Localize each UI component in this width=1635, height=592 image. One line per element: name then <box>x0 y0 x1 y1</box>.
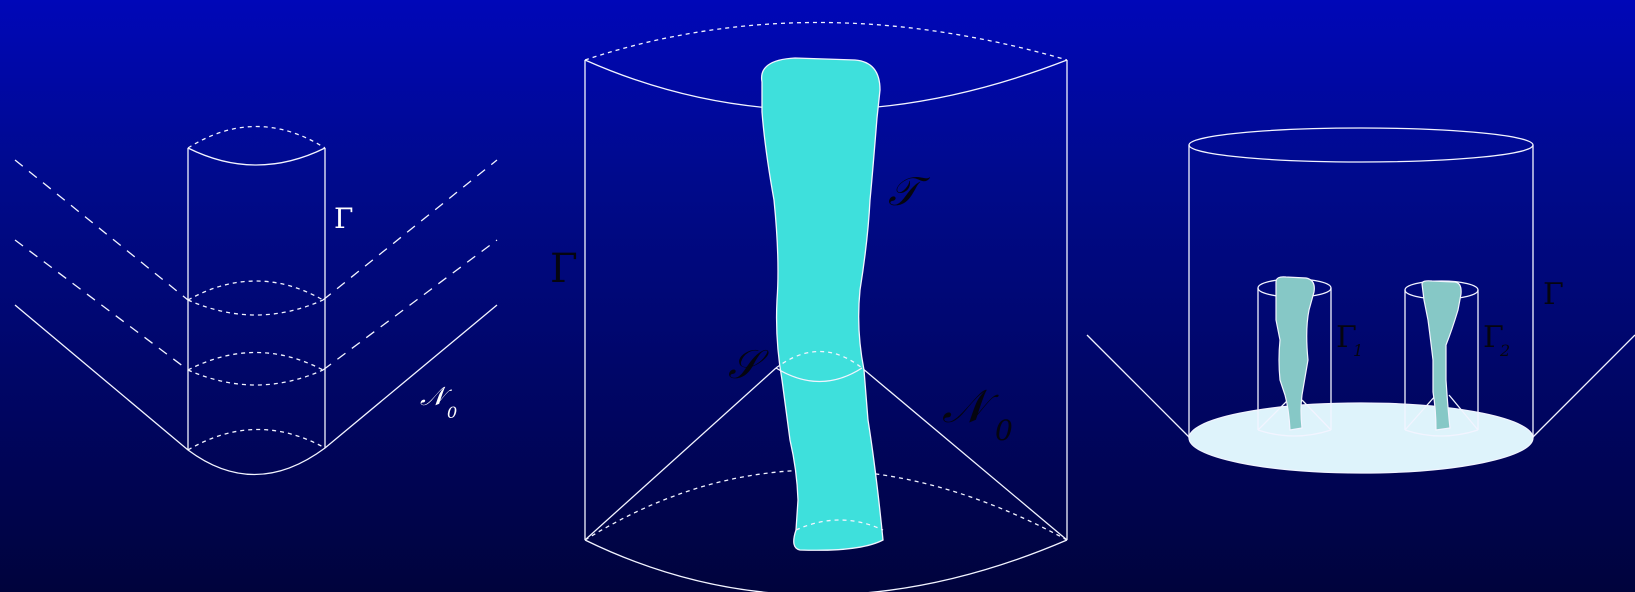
small-cone-2-left <box>1404 394 1437 431</box>
cone-line-right <box>861 367 1068 541</box>
label-n0: 𝒩 <box>942 379 999 433</box>
dashed-surface-lower-right <box>322 239 498 371</box>
outer-cylinder-top-back <box>584 21 1068 61</box>
left-panel: Γ 𝒩 0 <box>14 125 498 476</box>
small-cone-1-left <box>1257 399 1289 431</box>
small-cylinder-2-bottom <box>1404 429 1479 437</box>
cylinder-top-back <box>187 125 326 149</box>
label-gamma1-subscript: 1 <box>1353 341 1363 360</box>
small-cylinder-1-bottom <box>1257 429 1332 437</box>
ellipse-bottom-back <box>187 428 326 451</box>
tube-t <box>760 57 884 551</box>
small-tube-2 <box>1421 280 1462 431</box>
ellipse-1-back <box>187 280 324 301</box>
middle-panel: Γ 𝒯 𝒮 𝒩 0 <box>550 21 1068 592</box>
surface-line-right <box>1531 334 1635 439</box>
right-panel: Γ Γ 1 Γ 2 <box>1086 127 1635 474</box>
small-tube-1 <box>1275 276 1315 431</box>
dashed-surface-upper-right <box>322 159 498 301</box>
small-cone-2-right <box>1448 394 1479 431</box>
cylinder-top-front <box>187 147 326 166</box>
label-gamma: Γ <box>550 246 578 292</box>
small-cylinder-1 <box>1257 276 1332 437</box>
tube-bottom-ellipse-back <box>795 519 884 531</box>
label-n0-subscript: 0 <box>447 403 457 422</box>
section-s-back <box>775 350 863 369</box>
label-n0-subscript: 0 <box>995 414 1013 447</box>
dashed-surface-upper-left <box>14 159 189 301</box>
label-s: 𝒮 <box>728 342 769 388</box>
cone-line-left <box>584 367 777 541</box>
label-gamma1: Γ <box>1336 320 1357 355</box>
label-gamma: Γ <box>334 202 353 235</box>
section-s-front <box>775 367 863 383</box>
outer-cylinder-bottom-front <box>584 539 1068 592</box>
label-gamma2: Γ <box>1483 320 1504 355</box>
label-gamma: Γ <box>1543 277 1564 312</box>
ellipse-2-back <box>187 351 324 371</box>
label-t: 𝒯 <box>888 169 931 215</box>
ellipse-1-front <box>187 299 324 316</box>
small-cylinder-2 <box>1404 280 1479 437</box>
surface-n0-outline <box>14 304 498 476</box>
large-cylinder-top <box>1188 127 1534 163</box>
base-disk <box>1188 402 1534 474</box>
small-cone-1-right <box>1301 399 1332 431</box>
surface-line-left <box>1086 334 1191 439</box>
dashed-surface-lower-left <box>14 239 189 371</box>
label-gamma2-subscript: 2 <box>1499 341 1510 360</box>
ellipse-2-front <box>187 369 324 386</box>
